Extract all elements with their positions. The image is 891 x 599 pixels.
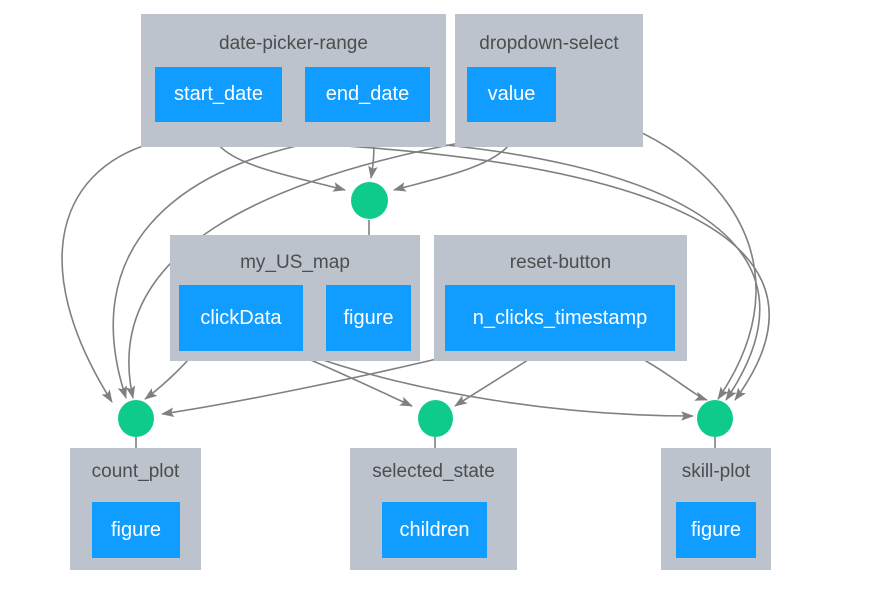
component-title-my-us-map: my_US_map: [240, 252, 350, 273]
edge-value-to-map-figure: [393, 140, 513, 192]
edge-start-date-to-skill-plot: [239, 140, 770, 401]
property-n-clicks-timestamp[interactable]: n_clicks_timestamp: [445, 285, 675, 351]
component-title-dropdown-select: dropdown-select: [479, 33, 619, 54]
component-title-count-plot: count_plot: [91, 461, 180, 482]
property-click-data[interactable]: clickData: [179, 285, 303, 351]
property-start-date[interactable]: start_date: [155, 67, 282, 122]
property-end-date[interactable]: end_date: [305, 67, 430, 122]
property-map-figure[interactable]: figure: [326, 285, 411, 351]
edge-start-date-to-count-plot: [61, 140, 161, 403]
property-skill-plot-figure[interactable]: figure: [676, 502, 756, 558]
component-title-reset-button: reset-button: [509, 252, 612, 273]
component-title-date-picker-range: date-picker-range: [219, 33, 368, 54]
edge-end-date-to-count-plot: [112, 140, 321, 399]
edge-clickdata-to-skill-plot: [299, 351, 694, 421]
component-title-selected-state: selected_state: [372, 461, 495, 482]
edge-reset-to-count-plot: [161, 350, 471, 418]
property-selected-state-children[interactable]: children: [382, 502, 487, 558]
callback-node-count-plot[interactable]: [118, 400, 154, 437]
edge-value-to-count-plot: [125, 140, 471, 399]
callback-node-selected-state[interactable]: [418, 400, 453, 437]
callback-node-map-figure[interactable]: [351, 182, 388, 219]
edge-end-date-to-skill-plot: [411, 141, 761, 401]
component-title-skill-plot: skill-plot: [681, 461, 751, 482]
property-dropdown-value[interactable]: value: [467, 67, 556, 122]
callback-node-skill-plot[interactable]: [697, 400, 733, 437]
property-count-plot-figure[interactable]: figure: [92, 502, 180, 558]
edge-start-date-to-map-figure: [215, 140, 346, 192]
